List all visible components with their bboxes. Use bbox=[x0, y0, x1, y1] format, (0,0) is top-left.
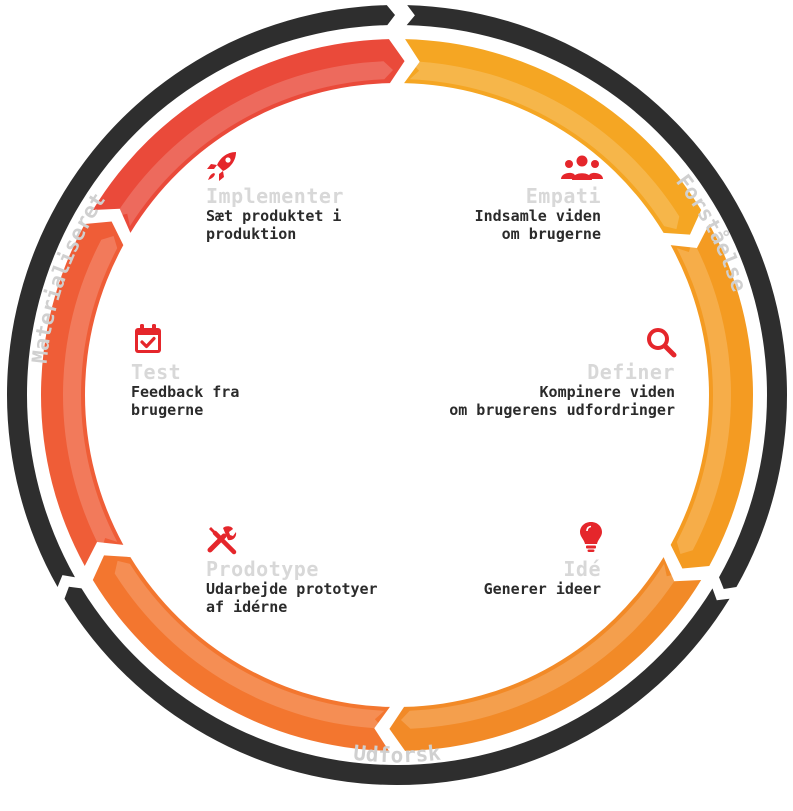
segment-implementer bbox=[92, 39, 405, 233]
segment-ide-highlight bbox=[400, 563, 680, 729]
stage-title-implementer: Implementer bbox=[206, 184, 344, 208]
stage-desc-prodotype: Udarbejde prototyer af idérne bbox=[206, 580, 378, 616]
lightbulb-icon bbox=[580, 522, 602, 552]
stage-title-ide: Idé bbox=[563, 557, 601, 581]
search-icon bbox=[647, 328, 677, 358]
segment-definer bbox=[670, 224, 753, 569]
rocket-icon bbox=[207, 152, 236, 181]
stage-definer: Definer Kompinere viden om brugerens udf… bbox=[390, 360, 675, 420]
stage-title-prodotype: Prodotype bbox=[206, 557, 319, 581]
stage-desc-empati: Indsamle viden om brugerne bbox=[474, 207, 601, 243]
stage-ide: Idé Generer ideer bbox=[430, 557, 601, 599]
segment-prodotype bbox=[92, 555, 390, 751]
stage-title-empati: Empati bbox=[525, 184, 601, 208]
segment-implementer-highlight bbox=[114, 61, 394, 227]
segment-test-highlight bbox=[62, 235, 118, 551]
stage-desc-test: Feedback fra brugerne bbox=[131, 383, 240, 419]
stage-title-test: Test bbox=[131, 360, 182, 384]
stage-implementer: Implementer Sæt produktet i produktion bbox=[206, 184, 396, 244]
stage-desc-implementer: Sæt produktet i produktion bbox=[206, 207, 342, 243]
users-icon bbox=[561, 155, 603, 180]
segment-test bbox=[40, 221, 124, 566]
outer-ring-materialiseret bbox=[6, 5, 396, 588]
stage-test: Test Feedback fra brugerne bbox=[131, 360, 301, 420]
stage-desc-definer: Kompinere viden om brugerens udfordringe… bbox=[449, 383, 675, 419]
stage-empati: Empati Indsamle viden om brugerne bbox=[410, 184, 601, 244]
segment-prodotype-highlight bbox=[114, 560, 385, 729]
stage-title-definer: Definer bbox=[587, 360, 675, 384]
segment-empati-highlight bbox=[409, 61, 680, 230]
segment-ide bbox=[389, 557, 702, 751]
stage-prodotype: Prodotype Udarbejde prototyer af idérne bbox=[206, 557, 421, 617]
stage-desc-ide: Generer ideer bbox=[483, 580, 601, 598]
outer-ring bbox=[6, 5, 787, 785]
tools-icon bbox=[207, 526, 237, 555]
inner-ring bbox=[40, 39, 753, 751]
segment-empati bbox=[404, 39, 702, 235]
outer-ring-udforsk bbox=[64, 586, 730, 785]
outer-ring-forstaelse bbox=[406, 5, 787, 590]
outer-label-udforsk: Udforsk bbox=[352, 741, 442, 768]
calendar-check-icon bbox=[135, 324, 161, 353]
segment-definer-highlight bbox=[676, 239, 732, 555]
